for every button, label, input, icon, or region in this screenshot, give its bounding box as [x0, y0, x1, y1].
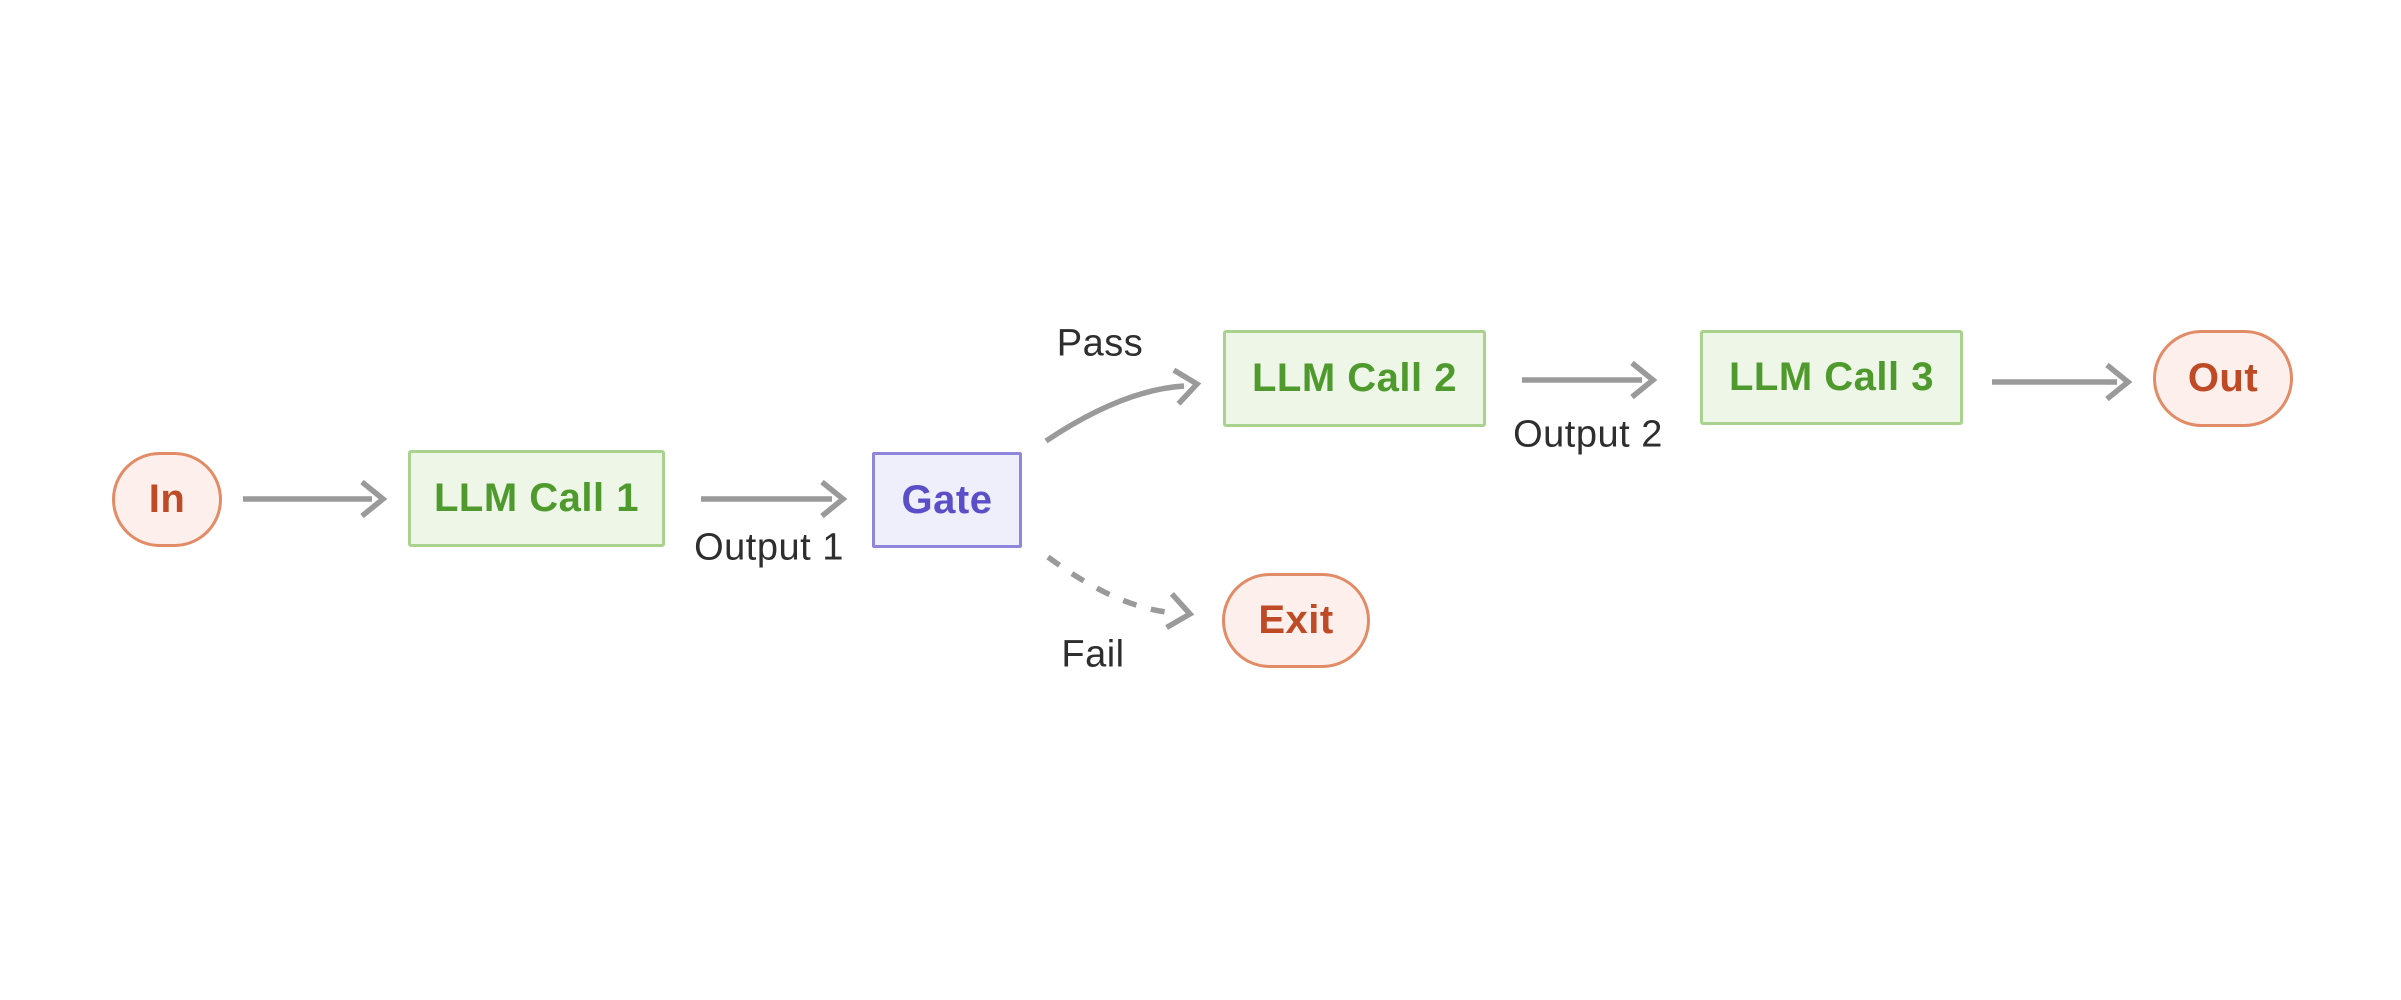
- node-gate-label: Gate: [901, 477, 993, 522]
- node-out-label: Out: [2187, 356, 2259, 400]
- arrow-head-icon: [2105, 362, 2133, 402]
- arrow-head-icon: [360, 479, 388, 519]
- arrow-head-icon: [1165, 592, 1195, 630]
- edge-label-output-1: Output 1: [694, 526, 844, 569]
- node-llm-call-1[interactable]: LLM Call 1: [408, 450, 665, 547]
- edge-gate-to-llm2-pass: [1044, 367, 1202, 444]
- node-llm-call-2[interactable]: LLM Call 2: [1223, 330, 1486, 427]
- edge-gate-to-exit-fail: [1046, 554, 1195, 630]
- node-llm-call-1-label: LLM Call 1: [433, 476, 640, 520]
- edge-in-to-llm1: [243, 479, 388, 519]
- arrow-curve-dashed: [1046, 554, 1177, 616]
- node-out[interactable]: Out: [2153, 330, 2293, 427]
- edge-llm3-to-out: [1992, 362, 2133, 402]
- node-llm-call-3[interactable]: LLM Call 3: [1700, 330, 1963, 425]
- edge-label-fail: Fail: [1061, 633, 1125, 676]
- arrow-head-icon: [1630, 360, 1658, 400]
- arrow-head-icon: [1172, 367, 1202, 406]
- node-exit-label: Exit: [1258, 598, 1334, 642]
- edge-llm1-to-gate: [701, 479, 848, 519]
- arrow-curve: [1044, 383, 1185, 444]
- edge-llm2-to-llm3: [1522, 360, 1658, 400]
- node-exit[interactable]: Exit: [1222, 573, 1370, 668]
- node-llm-call-2-label: LLM Call 2: [1251, 356, 1458, 400]
- arrow-head-icon: [820, 479, 848, 519]
- node-gate[interactable]: Gate: [872, 452, 1022, 548]
- node-in-label: In: [148, 477, 186, 521]
- node-in[interactable]: In: [112, 452, 222, 547]
- edge-label-pass: Pass: [1056, 322, 1144, 365]
- edge-label-output-2: Output 2: [1513, 413, 1663, 456]
- node-llm-call-3-label: LLM Call 3: [1728, 355, 1935, 399]
